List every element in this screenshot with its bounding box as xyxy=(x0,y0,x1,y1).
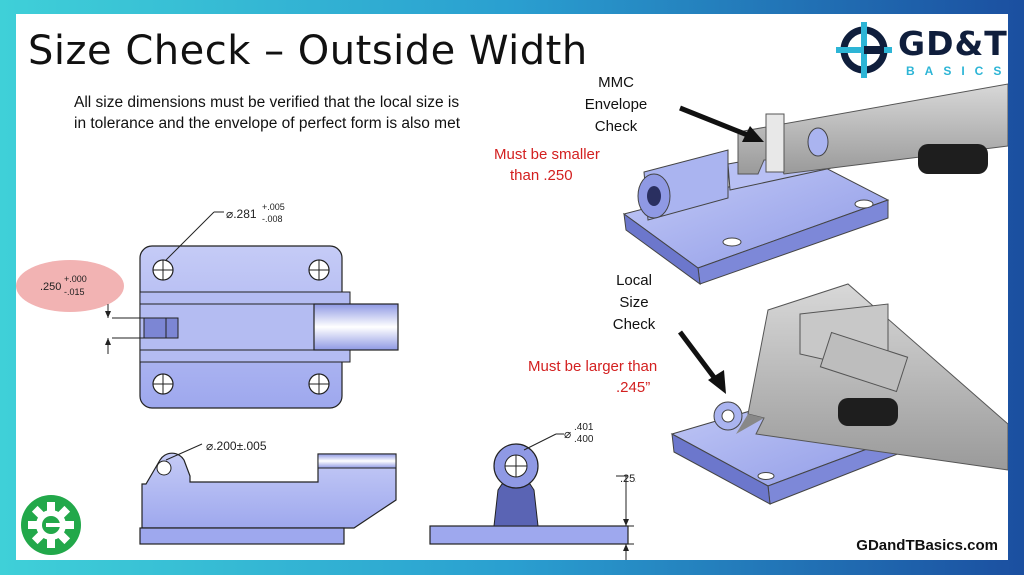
local-size-label: Local Size Check xyxy=(612,272,656,333)
local-arrow xyxy=(678,330,726,394)
hole-top-tol-upper: +.005 xyxy=(262,202,285,212)
top-view-cylinder xyxy=(313,303,399,351)
side-view xyxy=(139,443,397,545)
boss-dia-lower: .400 xyxy=(574,434,594,445)
logo-sub-text: BASICS xyxy=(906,64,1008,78)
caliper-illustrations xyxy=(622,83,1008,505)
hole-bottom-right xyxy=(308,373,330,395)
top-view-tab xyxy=(143,317,179,339)
hole-side-dia-text: ⌀.200±.005 xyxy=(206,439,267,453)
logo-main-text: GD&T xyxy=(898,24,1008,63)
slide-title: Size Check – Outside Width xyxy=(28,28,588,74)
hole-top-dia-text: ⌀.281 xyxy=(226,207,257,221)
boss-dia-upper: .401 xyxy=(574,422,594,433)
engineering-drawing: ⌀.281 +.005 -.008 .250 +.000 -.015 ⌀.200… xyxy=(16,202,636,560)
intro-text: All size dimensions must be verified tha… xyxy=(74,94,460,132)
boss-dia-symbol: ⌀ xyxy=(564,427,571,441)
width-tol-lower: -.015 xyxy=(64,287,85,297)
mmc-label: MMC Envelope Check xyxy=(584,74,648,135)
crosshair-logo-icon xyxy=(836,22,892,78)
hole-top-left xyxy=(152,259,174,281)
thickness-text: .252±.020 xyxy=(620,473,636,485)
mmc-arrow xyxy=(679,105,764,142)
mmc-caliper-illustration xyxy=(737,83,1008,175)
local-caliper-illustration xyxy=(736,283,1008,471)
width-nominal-text: .250 xyxy=(40,281,61,293)
mmc-note: Must be smaller than .250 xyxy=(494,146,600,184)
gear-icon xyxy=(21,495,81,555)
website-link[interactable]: GDandTBasics.com xyxy=(856,537,998,554)
leader-line xyxy=(165,211,215,261)
slide: Size Check – Outside Width All size dime… xyxy=(16,14,1008,560)
end-view xyxy=(429,433,629,545)
local-note: Must be larger than .245” xyxy=(528,358,658,396)
width-tol-upper: +.000 xyxy=(64,274,87,284)
tolerance-highlight xyxy=(16,260,124,312)
gdt-basics-logo: GD&T BASICS xyxy=(834,20,1007,78)
hole-top-tol-lower: -.008 xyxy=(262,214,283,224)
hole-bottom-left xyxy=(152,373,174,395)
hole-top-right xyxy=(308,259,330,281)
